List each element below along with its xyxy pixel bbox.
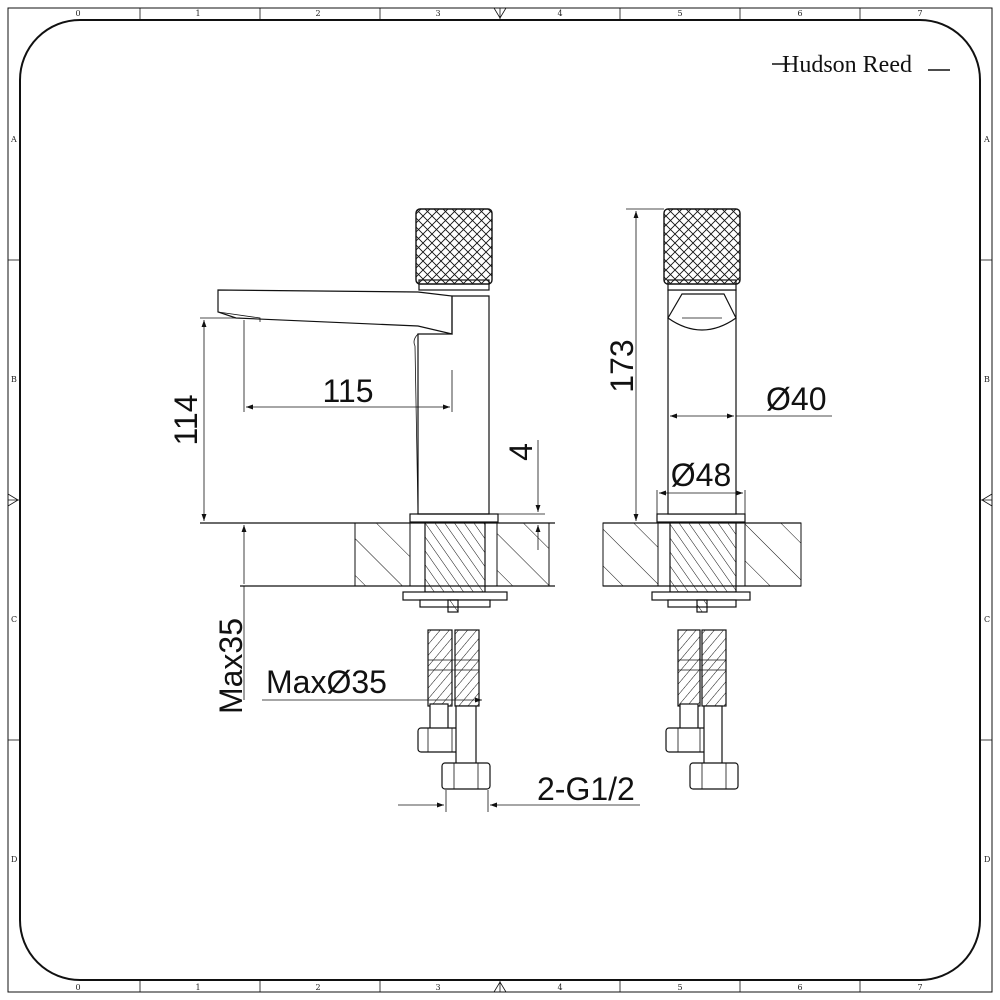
drawing-frame: 0 1 2 3 4 5 6 7 0 1 2 3 4 5 6 7 A B C D … xyxy=(7,7,993,993)
knurled-handle xyxy=(415,208,493,285)
countertop-section-right-b xyxy=(744,522,802,587)
tap-body-front xyxy=(667,289,737,515)
center-mark-bottom xyxy=(493,980,507,993)
hose-front-right xyxy=(701,629,727,707)
col-label-bottom-2: 2 xyxy=(315,983,320,992)
dim-total-height: 173 xyxy=(604,339,640,392)
row-label-left-B: B xyxy=(11,375,17,384)
dim-max-deck-thickness: Max35 xyxy=(213,618,249,714)
hose-connector-front-a xyxy=(679,703,699,731)
side-view xyxy=(200,208,555,790)
col-label-top-3: 3 xyxy=(435,9,440,18)
countertop-section-left-b xyxy=(496,522,550,587)
col-label-top-6: 6 xyxy=(797,9,802,18)
hose-front-left xyxy=(677,629,701,707)
hose-nut-a xyxy=(417,727,463,753)
knurled-handle-front xyxy=(663,208,741,285)
hose-left xyxy=(427,629,453,707)
hose-connector-a xyxy=(429,703,449,731)
col-label-top-5: 5 xyxy=(677,9,682,18)
col-label-top-4: 4 xyxy=(557,9,562,18)
col-label-bottom-0: 0 xyxy=(75,983,80,992)
hose-nut-front-b xyxy=(689,762,739,790)
front-view-dimensions: 173 Ø40 Ø48 xyxy=(604,208,832,524)
base-plate-front xyxy=(656,513,746,523)
col-label-top-1: 1 xyxy=(195,9,200,18)
dim-base-plate: 4 xyxy=(503,443,539,461)
col-label-bottom-1: 1 xyxy=(195,983,200,992)
row-label-left-D: D xyxy=(11,855,17,864)
row-label-right-D: D xyxy=(984,855,990,864)
countertop-section-left-a xyxy=(354,522,411,587)
hose-nut-b xyxy=(441,762,491,790)
col-label-top-7: 7 xyxy=(917,9,922,18)
front-view xyxy=(602,208,802,790)
lock-nut xyxy=(402,591,508,601)
col-label-bottom-5: 5 xyxy=(677,983,682,992)
row-label-right-B: B xyxy=(984,375,990,384)
col-label-bottom-6: 6 xyxy=(797,983,802,992)
center-mark-right xyxy=(980,493,993,507)
brand-logo: Hudson Reed xyxy=(772,52,950,78)
col-label-bottom-3: 3 xyxy=(435,983,440,992)
center-mark-left xyxy=(7,493,20,507)
hose-connector-b xyxy=(455,705,477,765)
row-label-right-C: C xyxy=(984,615,990,624)
row-label-left-A: A xyxy=(10,135,17,144)
col-label-top-0: 0 xyxy=(75,9,80,18)
col-label-bottom-7: 7 xyxy=(917,983,922,992)
side-view-dimensions: 114 115 4 Max35 MaxØ35 2-G1/2 xyxy=(168,317,640,812)
dim-spout-height: 114 xyxy=(168,394,204,445)
dim-body-diameter: Ø40 xyxy=(766,381,826,417)
base-plate xyxy=(409,513,499,523)
dim-connection: 2-G1/2 xyxy=(537,771,635,807)
dim-spout-reach: 115 xyxy=(322,373,373,409)
row-label-right-A: A xyxy=(983,135,990,144)
lock-nut-front xyxy=(651,591,751,601)
dim-max-hole-diameter: MaxØ35 xyxy=(266,664,387,700)
hose-connector-front-b xyxy=(703,705,723,765)
fixing-stud-front xyxy=(696,599,708,613)
fixing-stud xyxy=(447,599,459,613)
hose-right xyxy=(454,629,480,707)
spout xyxy=(217,289,453,335)
countertop-section-right-a xyxy=(602,522,659,587)
col-label-bottom-4: 4 xyxy=(557,983,562,992)
row-label-left-C: C xyxy=(11,615,17,624)
threaded-shank xyxy=(424,519,486,593)
dim-base-diameter: Ø48 xyxy=(671,457,731,493)
center-mark-top xyxy=(493,7,507,20)
aerator-outlet xyxy=(667,293,737,331)
threaded-shank-front xyxy=(669,519,737,593)
col-label-top-2: 2 xyxy=(315,9,320,18)
brand-name: Hudson Reed xyxy=(782,52,912,78)
